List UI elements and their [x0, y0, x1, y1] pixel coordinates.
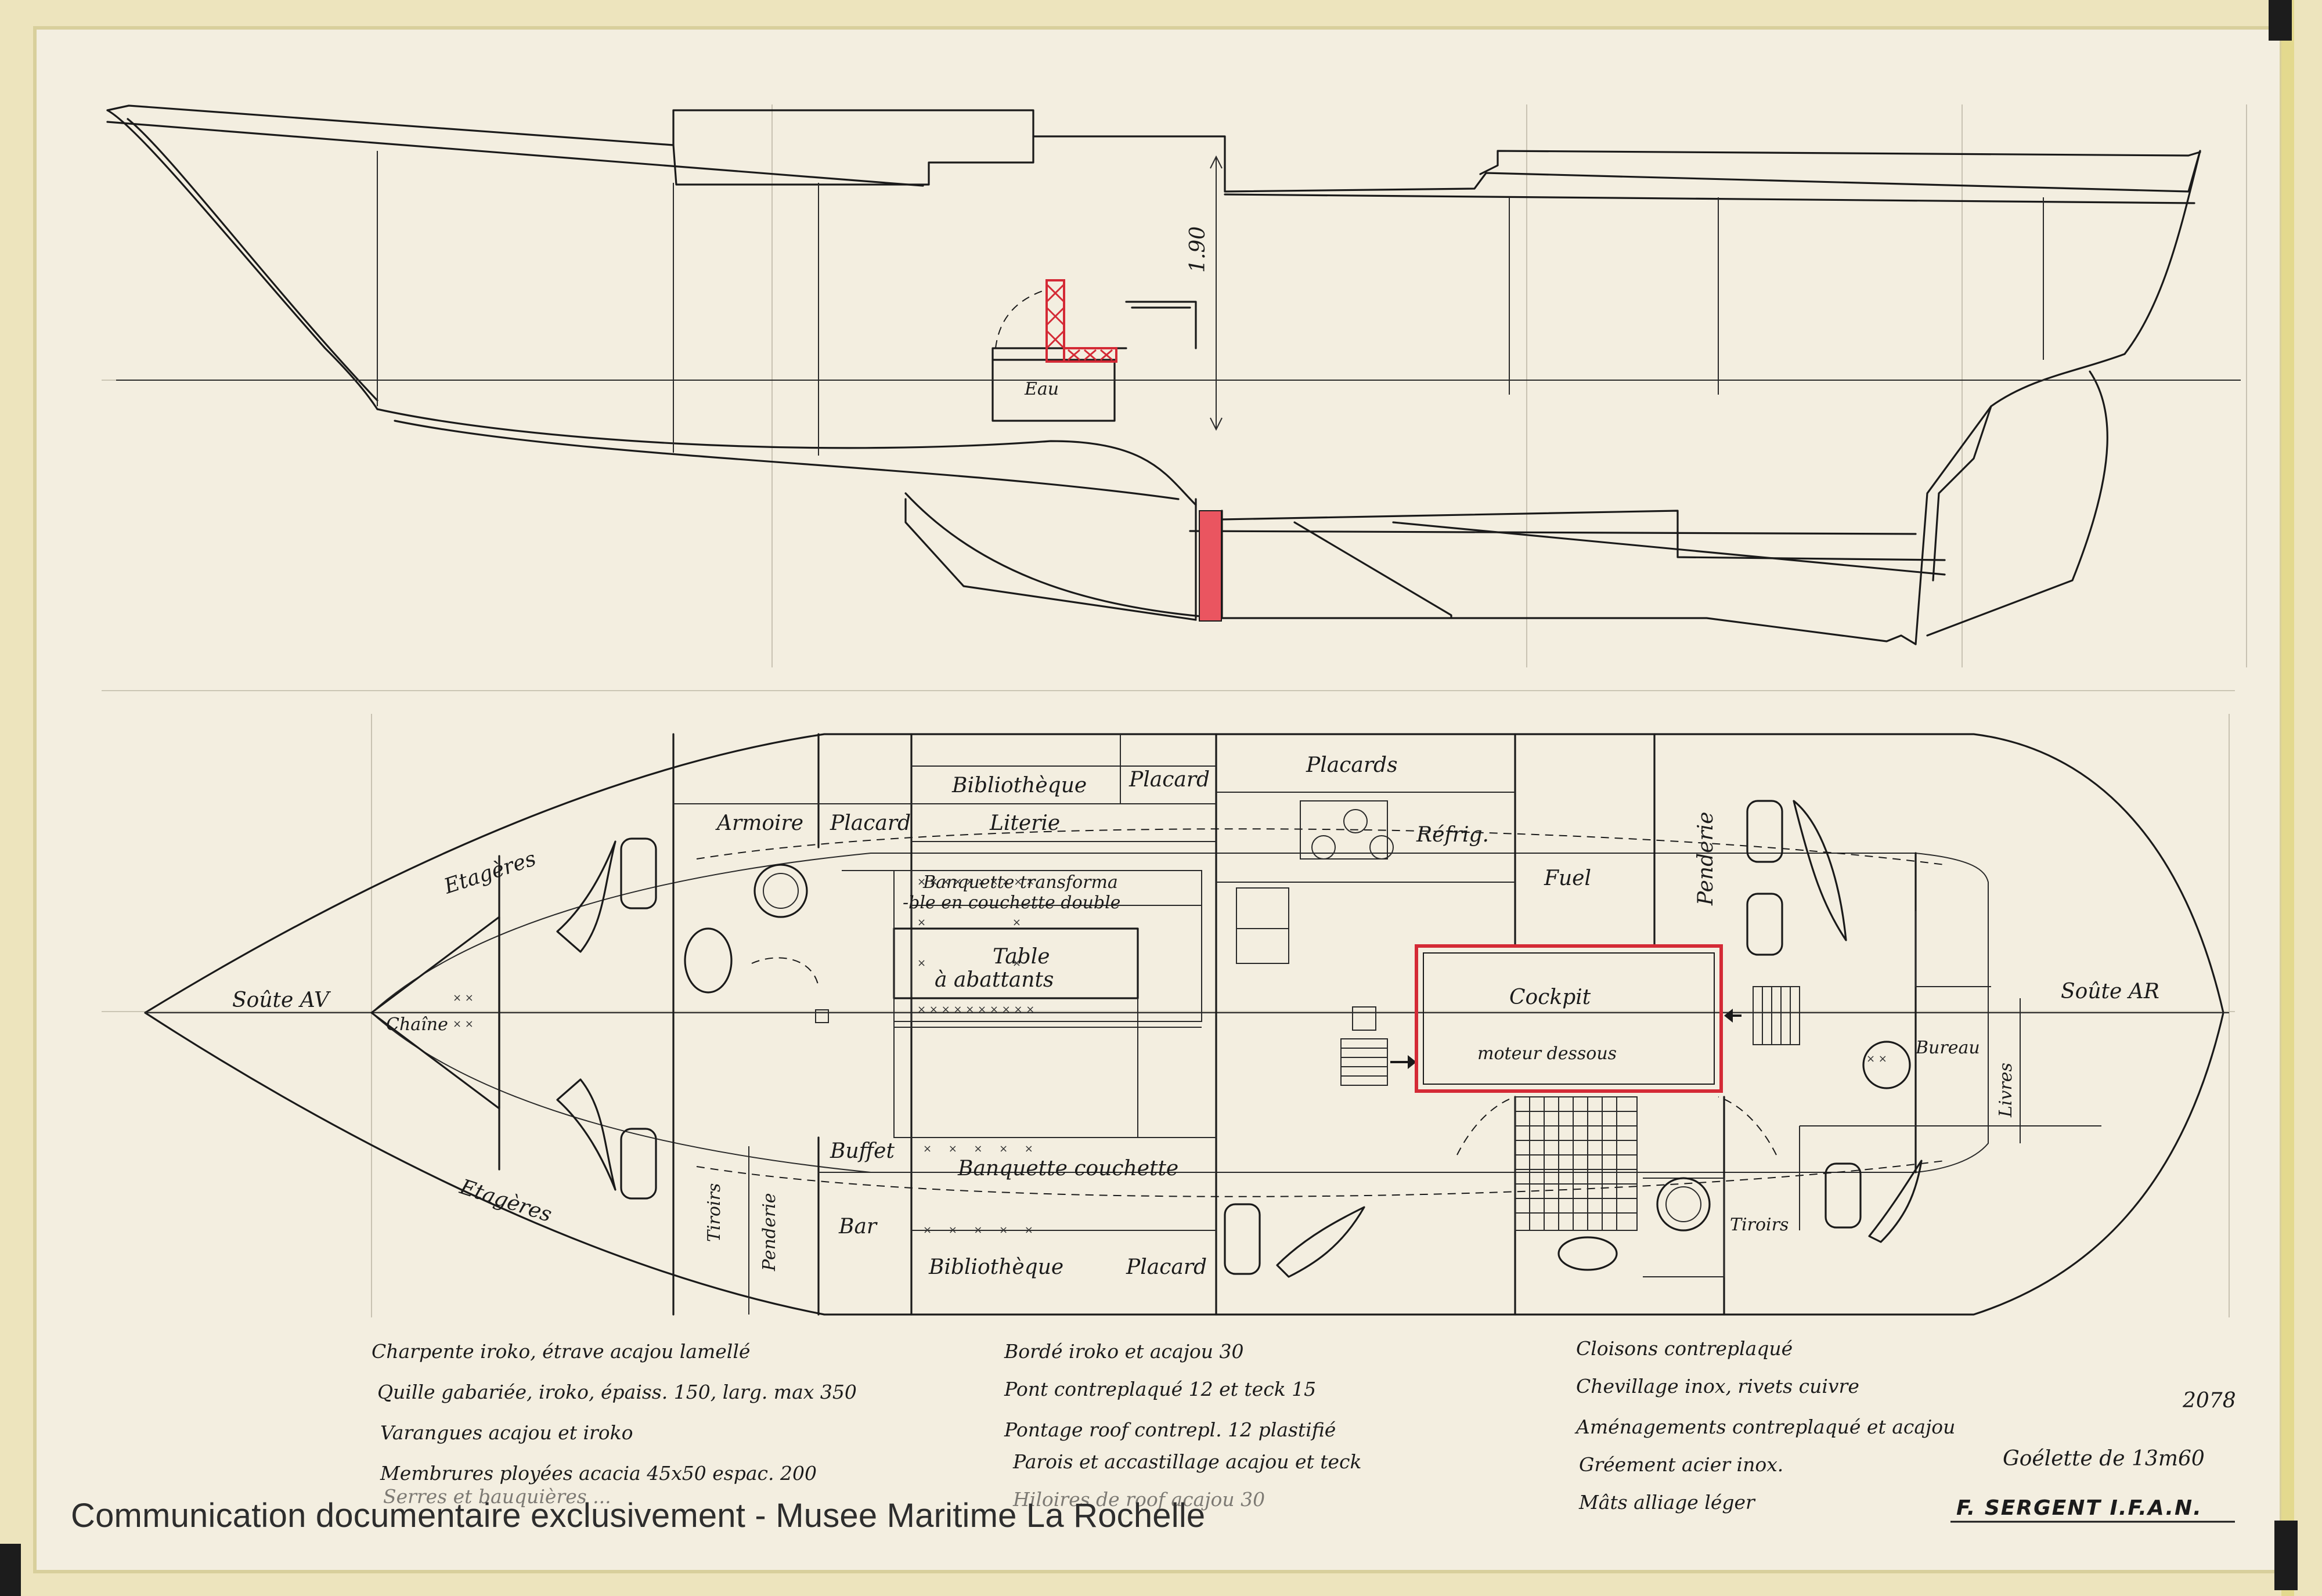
- hull-plan: [144, 733, 2229, 1316]
- label-soute-av: Soûte AV: [232, 988, 331, 1012]
- note-line: Parois et accastillage acajou et teck: [1012, 1450, 1362, 1473]
- label-placard-1: Placard: [830, 811, 911, 835]
- sheet-number: 2078: [2182, 1389, 2236, 1413]
- binder-clip-bottom-left: [0, 1544, 21, 1596]
- notes-column-2: Bordé iroko et acajou 30 Pont contreplaq…: [1004, 1340, 1362, 1511]
- label-placard-3: Placard: [1126, 1255, 1207, 1279]
- label-bibliotheque-top: Bibliothèque: [951, 774, 1087, 797]
- label-bar: Bar: [838, 1215, 878, 1238]
- note-line: Membrures ployées acacia 45x50 espac. 20…: [380, 1462, 817, 1485]
- notes-column-3: Cloisons contreplaqué Chevillage inox, r…: [1574, 1337, 1955, 1514]
- binder-clip-top-right: [2269, 0, 2292, 41]
- label-table-2: à abattants: [935, 968, 1054, 992]
- label-armoire: Armoire: [715, 811, 803, 835]
- label-tiroirs-right: Tiroirs: [1730, 1215, 1789, 1235]
- note-line: Hiloires de roof acajou 30: [1012, 1488, 1265, 1511]
- svg-text:× × × × ×: × × × × ×: [923, 1143, 1033, 1155]
- label-table-1: Table: [993, 945, 1050, 969]
- cockpit-box: [1415, 944, 1723, 1093]
- note-line: Serres et bauquières ...: [383, 1485, 611, 1508]
- note-line: Charpente iroko, étrave acajou lamellé: [372, 1340, 750, 1363]
- svg-text:× ×: × ×: [917, 916, 1021, 929]
- note-line: Pont contreplaqué 12 et teck 15: [1004, 1378, 1316, 1400]
- label-tiroirs-left: Tiroirs: [704, 1183, 724, 1242]
- svg-text:× ×: × ×: [453, 1018, 474, 1030]
- label-eau: Eau: [1024, 379, 1059, 399]
- label-penderie-left: Penderie: [759, 1193, 780, 1272]
- label-fuel: Fuel: [1544, 866, 1591, 890]
- note-line: Quille gabariée, iroko, épaiss. 150, lar…: [377, 1381, 857, 1403]
- label-livres: Livres: [1996, 1063, 2016, 1118]
- watermark: Communication documentaire exclusivement…: [71, 1497, 1206, 1534]
- note-line: Cloisons contreplaqué: [1576, 1337, 1793, 1360]
- label-banquette-2: -ble en couchette double: [903, 893, 1120, 913]
- cushion-marks: × × × × × × × × × × × × × × × × × × × × …: [453, 876, 1887, 1236]
- label-chaine: Chaîne: [386, 1014, 448, 1035]
- note-line: Bordé iroko et acajou 30: [1004, 1340, 1244, 1363]
- label-cockpit: Cockpit: [1509, 985, 1591, 1009]
- note-line: Mâts alliage léger: [1578, 1491, 1756, 1514]
- binder-clip-bottom-right: [2274, 1521, 2298, 1590]
- label-refrig: Réfrig.: [1416, 823, 1489, 847]
- svg-text:× ×: × ×: [917, 957, 1021, 969]
- label-bibliotheque-bottom: Bibliothèque: [928, 1255, 1063, 1279]
- label-buffet: Buffet: [830, 1139, 895, 1163]
- label-literie: Literie: [989, 811, 1060, 835]
- svg-text:× ×: × ×: [1866, 1053, 1887, 1065]
- title-block: Goélette de 13m60 2078 F. SERGENT I.F.A.…: [1950, 1389, 2236, 1523]
- note-line: Pontage roof contrepl. 12 plastifié: [1004, 1418, 1336, 1441]
- red-highlight-profile: [1045, 279, 1222, 622]
- note-line: Varangues acajou et iroko: [380, 1421, 633, 1444]
- label-banquette-couchette: Banquette couchette: [957, 1157, 1178, 1180]
- note-line: Gréement acier inox.: [1579, 1453, 1783, 1476]
- label-soute-ar: Soûte AR: [2061, 980, 2159, 1003]
- pencil-note: Goélette de 13m60: [2003, 1447, 2205, 1471]
- notes-column-1: Charpente iroko, étrave acajou lamellé Q…: [372, 1340, 857, 1508]
- label-moteur: moteur dessous: [1477, 1043, 1617, 1064]
- note-line: Chevillage inox, rivets cuivre: [1576, 1375, 1859, 1398]
- label-placard-2: Placard: [1128, 768, 1210, 792]
- label-penderie-right: Penderie: [1694, 812, 1718, 906]
- label-bureau: Bureau: [1915, 1038, 1980, 1058]
- svg-text:× × × × × × × × × ×: × × × × × × × × × ×: [917, 876, 1034, 888]
- label-banquette-1: Banquette transforma: [922, 872, 1118, 893]
- designer-signature: F. SERGENT I.F.A.N.: [1956, 1496, 2202, 1520]
- label-placards: Placards: [1306, 753, 1398, 777]
- note-line: Aménagements contreplaqué et acajou: [1574, 1416, 1955, 1438]
- dimension-label: 1.90: [1186, 226, 1210, 273]
- svg-text:× × × × ×: × × × × ×: [923, 1224, 1033, 1236]
- svg-text:× ×: × ×: [453, 992, 474, 1004]
- svg-text:× × × × × × × × × ×: × × × × × × × × × ×: [917, 1003, 1034, 1016]
